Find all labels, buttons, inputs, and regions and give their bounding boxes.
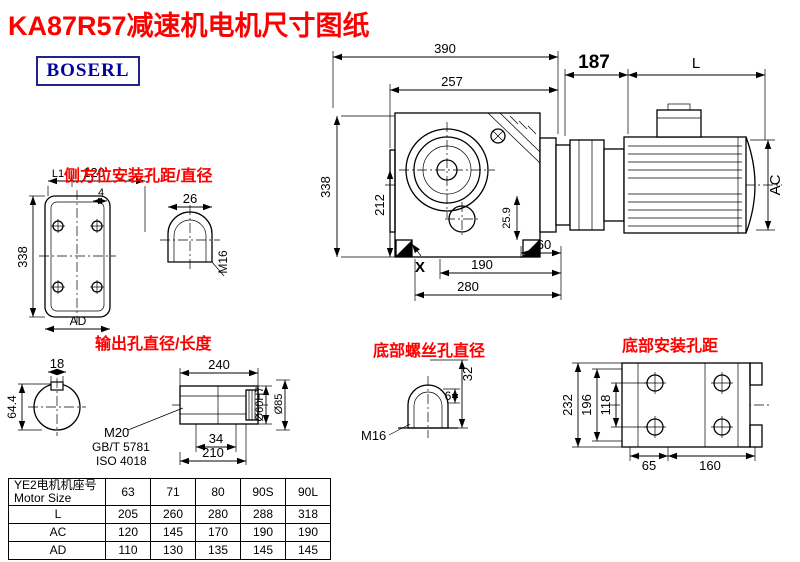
dim-26: 26 <box>183 191 197 206</box>
thread-m16-bottom: M16 <box>361 428 386 443</box>
dim-18: 18 <box>50 356 64 371</box>
table-cell: 120 <box>105 523 151 542</box>
table-cell: 145 <box>240 541 286 560</box>
thread-m20: M20 <box>104 425 129 440</box>
dim-118: 118 <box>598 395 613 416</box>
std-iso: ISO 4018 <box>96 454 147 468</box>
brand-logo-text: BOSERL <box>46 60 130 81</box>
dim-25-9: 25.9 <box>501 207 513 228</box>
table-cell: 288 <box>240 505 286 524</box>
output-shaft-side-drawing: 240 M20 GB/T 5781 ISO 4018 34 210 Ø60H7 … <box>92 357 290 468</box>
dim-32: 32 <box>460 367 475 381</box>
dim-64-4: 64.4 <box>5 395 19 419</box>
table-col-header: 80 <box>195 478 241 506</box>
table-cell: 190 <box>240 523 286 542</box>
dim-196: 196 <box>579 394 594 416</box>
dim-257: 257 <box>441 74 463 89</box>
table-row-label: AD <box>8 541 106 560</box>
table-cell: 110 <box>105 541 151 560</box>
table-header-motor-size: YE2电机机座号 Motor Size <box>8 478 106 506</box>
table-row-label: AC <box>8 523 106 542</box>
table-col-header: 71 <box>150 478 196 506</box>
dim-bore-60: Ø60H7 <box>254 387 266 422</box>
dim-120: 120 <box>83 165 105 180</box>
thread-m16-side: M16 <box>216 250 230 274</box>
motor-dimensions: 187 L AC <box>564 52 784 231</box>
dim-212: 212 <box>372 194 387 216</box>
dim-l1: L1 <box>52 168 64 180</box>
label-bottom-screw: 底部螺丝孔直径 <box>373 343 486 360</box>
table-cell: 145 <box>285 541 331 560</box>
table-cell: 260 <box>150 505 196 524</box>
dim-4: 4 <box>98 187 104 199</box>
table-header-row: YE2电机机座号 Motor Size 63 71 80 90S 90L <box>8 478 331 506</box>
bottom-mount-drawing: 232 196 118 65 160 <box>560 362 772 473</box>
dim-390: 390 <box>434 41 456 56</box>
motor-size-table: YE2电机机座号 Motor Size 63 71 80 90S 90L L 2… <box>8 478 331 560</box>
dim-160: 160 <box>699 458 721 473</box>
table-row-label: L <box>8 505 106 524</box>
table-col-header: 63 <box>105 478 151 506</box>
label-bottom-mount: 底部安装孔距 <box>622 338 719 355</box>
side-mount-flange-drawing: L1 120 4 338 AD <box>15 165 146 333</box>
table-header-cn: YE2电机机座号 <box>14 478 97 492</box>
page-title: KA87R57减速机电机尺寸图纸 <box>8 11 370 41</box>
std-gb: GB/T 5781 <box>92 440 150 454</box>
table-cell: 318 <box>285 505 331 524</box>
table-cell: 205 <box>105 505 151 524</box>
dim-motor-l: L <box>692 55 700 72</box>
dim-210: 210 <box>202 445 224 460</box>
dim-34: 34 <box>209 431 223 446</box>
table-cell: 135 <box>195 541 241 560</box>
table-col-header: 90L <box>285 478 331 506</box>
dim-6: 6 <box>445 389 452 403</box>
dim-280: 280 <box>457 279 479 294</box>
table-cell: 170 <box>195 523 241 542</box>
output-shaft-end-drawing: 18 64.4 <box>5 356 86 436</box>
table-row: AD 110 130 135 145 145 <box>8 541 331 560</box>
dim-338-main: 338 <box>318 176 333 198</box>
dim-232: 232 <box>560 394 575 416</box>
main-assembly-drawing <box>385 103 782 258</box>
label-side-mount: 侧方位安装孔距/直径 <box>64 168 213 185</box>
main-view-dimensions: 390 257 338 212 25.9 60 190 280 X <box>318 41 562 301</box>
marker-x: X <box>415 259 425 276</box>
dim-60: 60 <box>537 237 551 252</box>
dim-190: 190 <box>471 257 493 272</box>
table-cell: 280 <box>195 505 241 524</box>
table-cell: 190 <box>285 523 331 542</box>
bottom-screw-drawing: 32 6 M16 <box>361 359 475 443</box>
table-row: AC 120 145 170 190 190 <box>8 523 331 542</box>
dim-338-flange: 338 <box>15 246 30 268</box>
table-cell: 130 <box>150 541 196 560</box>
dim-65: 65 <box>642 458 656 473</box>
dim-motor-ac: AC <box>767 174 784 195</box>
label-output-hole: 输出孔直径/长度 <box>95 336 212 353</box>
dim-ad: AD <box>70 314 87 328</box>
table-row: L 205 260 280 288 318 <box>8 505 331 524</box>
table-cell: 145 <box>150 523 196 542</box>
table-header-en: Motor Size <box>14 491 72 505</box>
side-mount-slot-drawing: 26 M16 <box>160 191 230 277</box>
dim-hub-85: Ø85 <box>273 394 285 415</box>
dim-240: 240 <box>208 357 230 372</box>
dim-187: 187 <box>578 52 610 73</box>
table-col-header: 90S <box>240 478 286 506</box>
brand-logo: BOSERL <box>36 56 140 86</box>
